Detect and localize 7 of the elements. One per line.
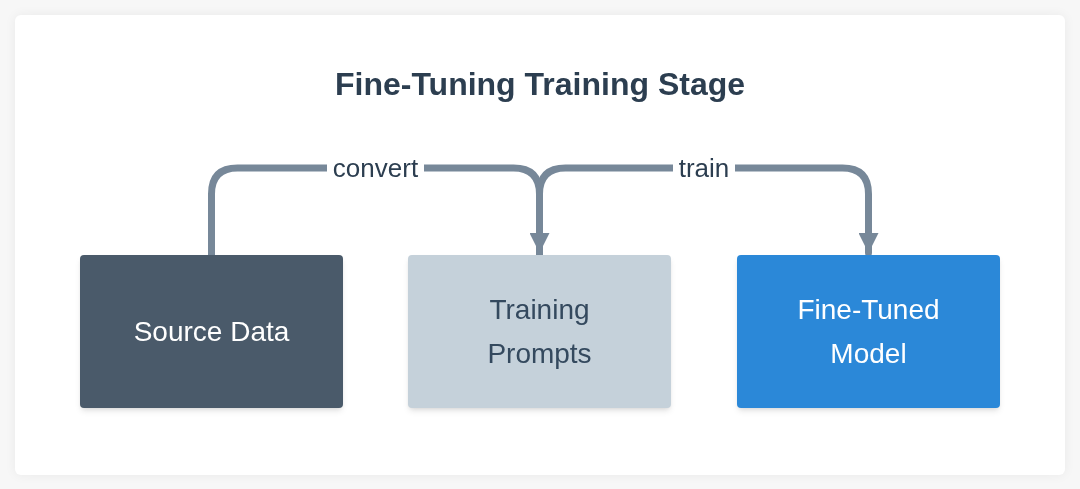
box-label: Training Prompts xyxy=(486,292,593,371)
process-box xyxy=(408,255,671,408)
diagram-title: Fine-Tuning Training Stage xyxy=(333,65,747,104)
process-box xyxy=(80,255,343,408)
process-box xyxy=(737,255,1000,408)
box-label: Fine-Tuned Model xyxy=(796,292,941,371)
box-label: Source Data xyxy=(133,314,290,349)
